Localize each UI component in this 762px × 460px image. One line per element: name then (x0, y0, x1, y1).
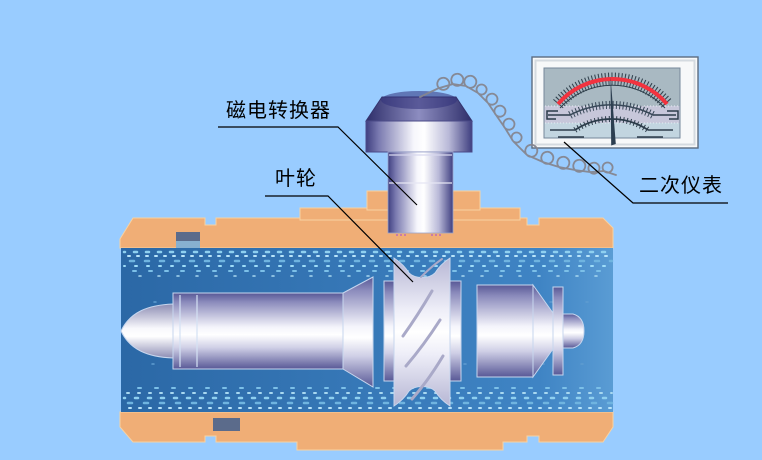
rotor-assembly (120, 257, 585, 407)
sensor-body (387, 151, 454, 234)
front-shaft (172, 292, 344, 370)
leader-impeller (265, 195, 414, 283)
label-secondary-meter: 二次仪表 (639, 175, 723, 197)
sensor-cap-dome-shading (381, 91, 457, 109)
meter-scale-top (553, 72, 672, 109)
rear-hub (476, 284, 534, 378)
secondary-meter (531, 56, 699, 149)
impeller-rotor (393, 257, 451, 407)
sensor-cap-front (365, 120, 473, 153)
water-speckles (122, 250, 614, 409)
leader-secondary-meter (563, 141, 728, 204)
bearing-ring-left (383, 280, 396, 382)
housing-port-bottom (213, 418, 240, 431)
leader-converter (218, 126, 418, 206)
label-converter: 磁电转换器 (226, 100, 331, 122)
meter-frame-bevel (534, 59, 696, 146)
rear-stub (562, 313, 585, 349)
sensor-bolt (365, 91, 473, 236)
label-impeller: 叶轮 (275, 168, 317, 190)
impeller-blade-streaks (401, 258, 445, 401)
impeller-body (393, 257, 451, 407)
housing-port-top-inner (176, 241, 200, 248)
bearing-ring-right (449, 280, 462, 382)
meter-needle (610, 76, 616, 146)
diffuser-cone (342, 276, 374, 388)
meter-end-stops (546, 110, 679, 138)
housing-top-band (119, 217, 614, 249)
leader-lines (218, 126, 728, 283)
signal-wire (419, 72, 617, 176)
rear-flange (552, 286, 564, 376)
housing-bottom-band (119, 411, 614, 451)
